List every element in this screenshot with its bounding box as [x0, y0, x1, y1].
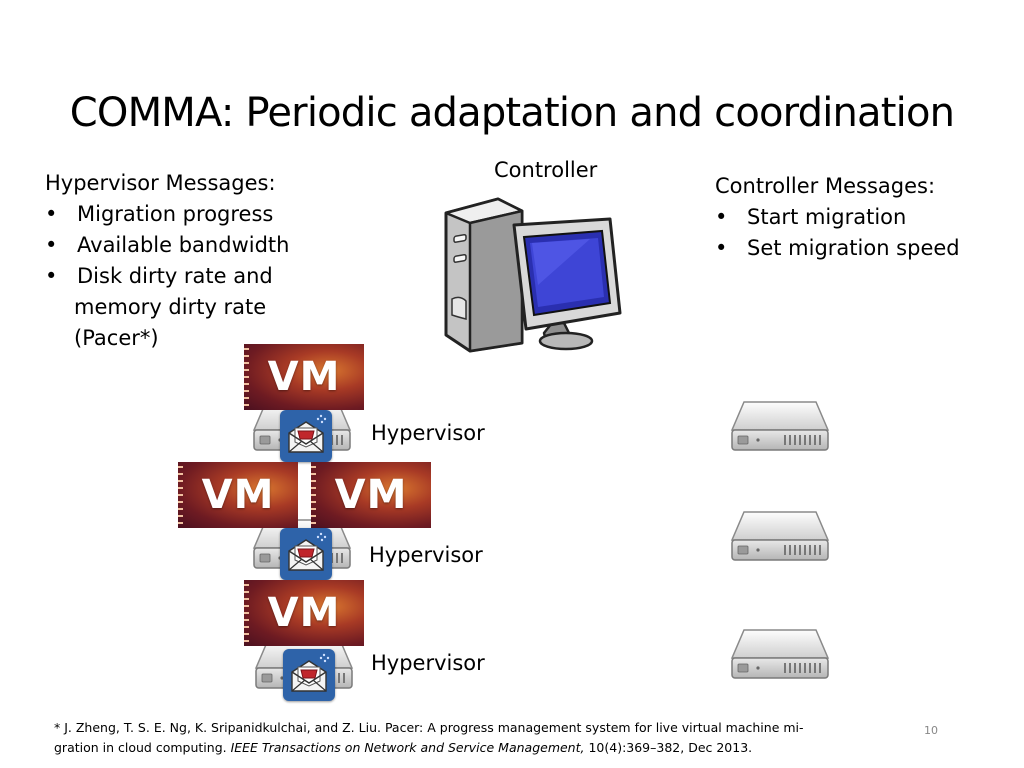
hypervisor-message-item: Disk dirty rate and [77, 264, 273, 288]
bullet-icon: • [45, 202, 58, 226]
hypervisor-messages-panel: Hypervisor Messages: • Migration progres… [45, 168, 335, 358]
page-number: 10 [924, 724, 938, 737]
vm-label: VM [334, 472, 408, 518]
vm-block: VM [311, 462, 431, 528]
hypervisor-messages-heading: Hypervisor Messages: [45, 171, 276, 195]
list-item: • Disk dirty rate and [45, 261, 335, 292]
rack-server-icon [730, 626, 830, 682]
bullet-icon: • [45, 264, 58, 288]
list-item: • Set migration speed [715, 233, 1015, 264]
bullet-icon: • [715, 236, 728, 260]
envelope-icon [280, 410, 332, 462]
list-item-continuation: (Pacer*) [74, 326, 159, 350]
envelope-icon [283, 649, 335, 701]
desktop-computer-icon [444, 197, 622, 353]
list-item-continuation: memory dirty rate [74, 295, 267, 319]
controller-messages-panel: Controller Messages: • Start migration •… [715, 171, 1015, 271]
vm-block: VM [244, 580, 364, 646]
envelope-icon [280, 528, 332, 580]
hypervisor-label: Hypervisor [371, 421, 485, 445]
footnote-journal: IEEE Transactions on Network and Service… [230, 740, 585, 755]
footnote-suffix: 10(4):369–382, Dec 2013. [584, 740, 753, 755]
rack-server-icon [730, 398, 830, 454]
vm-block: VM [244, 344, 364, 410]
vm-label: VM [267, 354, 341, 400]
vm-block: VM [178, 462, 298, 528]
list-item: • Migration progress [45, 199, 335, 230]
controller-label: Controller [494, 158, 598, 182]
hypervisor-message-item: Available bandwidth [77, 233, 290, 257]
controller-message-item: Start migration [747, 205, 907, 229]
list-item: • Start migration [715, 202, 1015, 233]
vm-label: VM [201, 472, 275, 518]
footnote-line-1: * J. Zheng, T. S. E. Ng, K. Sripanidkulc… [54, 720, 804, 735]
slide-title: COMMA: Periodic adaptation and coordinat… [69, 90, 955, 136]
hypervisor-label: Hypervisor [369, 543, 483, 567]
bullet-icon: • [715, 205, 728, 229]
footnote-line-2: gration in cloud computing. IEEE Transac… [54, 738, 824, 758]
hypervisor-message-item: Migration progress [77, 202, 274, 226]
list-item: • Available bandwidth [45, 230, 335, 261]
bullet-icon: • [45, 233, 58, 257]
footnote-prefix: gration in cloud computing. [54, 740, 231, 755]
controller-messages-heading: Controller Messages: [715, 174, 936, 198]
vm-label: VM [267, 590, 341, 636]
footnote: * J. Zheng, T. S. E. Ng, K. Sripanidkulc… [54, 718, 824, 758]
hypervisor-label: Hypervisor [371, 651, 485, 675]
controller-message-item: Set migration speed [747, 236, 960, 260]
rack-server-icon [730, 508, 830, 564]
